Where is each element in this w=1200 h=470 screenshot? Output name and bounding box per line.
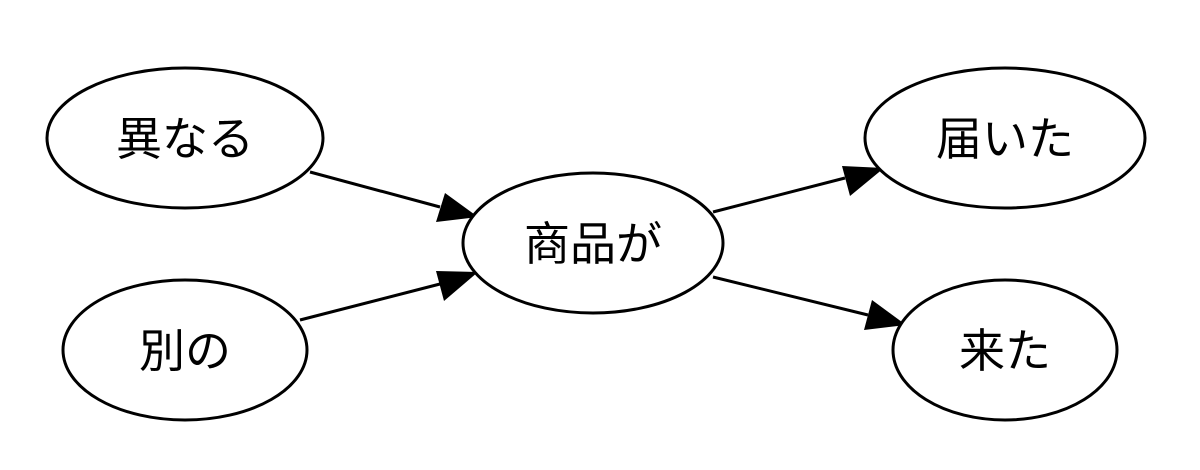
- edge-n1-n3: [309, 170, 478, 222]
- node-n4: 届いた: [863, 66, 1147, 210]
- node-n2: 別の: [61, 278, 309, 422]
- edge-n2-n3: [299, 271, 478, 322]
- node-n5: 来た: [891, 278, 1119, 422]
- edge-n3-n4: [712, 166, 884, 214]
- node-label: 来た: [959, 324, 1051, 378]
- node-label: 別の: [139, 324, 231, 378]
- node-label: 商品が: [524, 217, 662, 271]
- node-label: 異なる: [116, 112, 254, 166]
- node-n1: 異なる: [45, 66, 325, 210]
- edge-n3-n5: [712, 275, 906, 330]
- node-label: 届いた: [936, 112, 1074, 166]
- node-n3: 商品が: [461, 171, 725, 315]
